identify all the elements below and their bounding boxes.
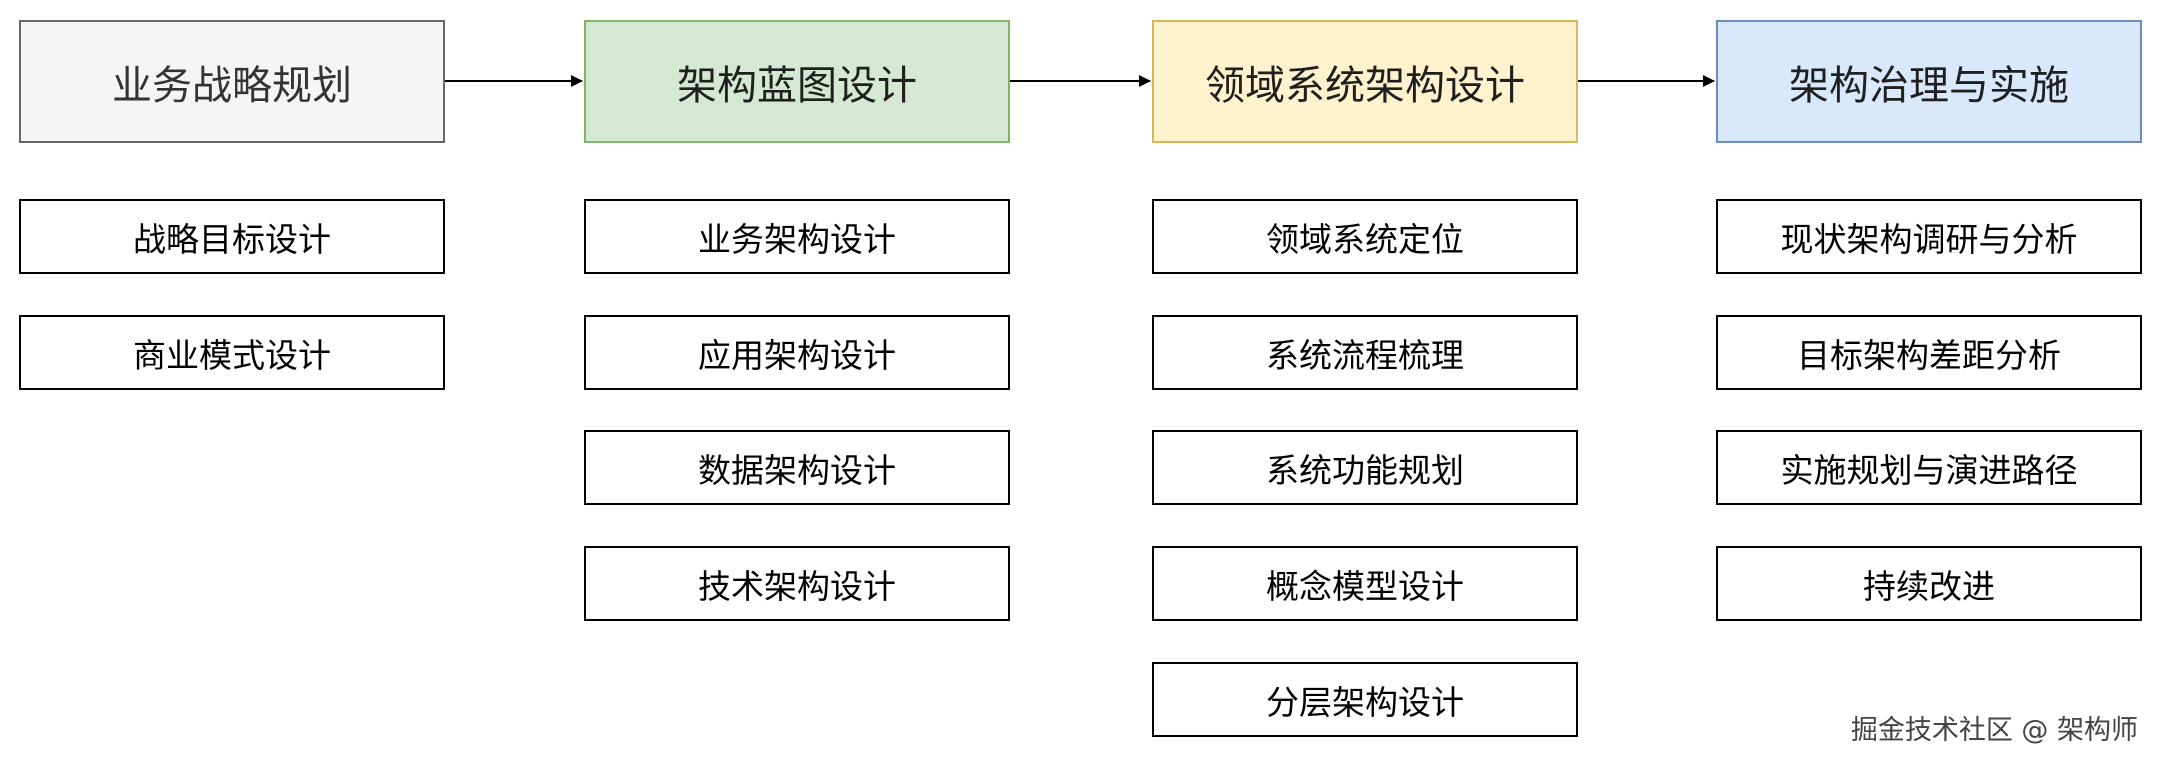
task-continuous-improvement: 持续改进 xyxy=(1716,546,2142,621)
task-implementation-roadmap: 实施规划与演进路径 xyxy=(1716,430,2142,505)
stage-architecture-governance: 架构治理与实施 xyxy=(1716,20,2142,143)
task-current-architecture-analysis: 现状架构调研与分析 xyxy=(1716,199,2142,274)
task-domain-system-positioning: 领域系统定位 xyxy=(1152,199,1578,274)
task-system-process-review: 系统流程梳理 xyxy=(1152,315,1578,390)
watermark: 掘金技术社区 @ 架构师 xyxy=(1844,706,2144,749)
task-target-gap-analysis: 目标架构差距分析 xyxy=(1716,315,2142,390)
task-data-architecture-design: 数据架构设计 xyxy=(584,430,1010,505)
task-business-architecture-design: 业务架构设计 xyxy=(584,199,1010,274)
task-technical-architecture-design: 技术架构设计 xyxy=(584,546,1010,621)
stage-architecture-blueprint: 架构蓝图设计 xyxy=(584,20,1010,143)
task-business-model-design: 商业模式设计 xyxy=(19,315,445,390)
task-layered-architecture-design: 分层架构设计 xyxy=(1152,662,1578,737)
task-system-function-planning: 系统功能规划 xyxy=(1152,430,1578,505)
stage-domain-system-architecture: 领域系统架构设计 xyxy=(1152,20,1578,143)
task-concept-model-design: 概念模型设计 xyxy=(1152,546,1578,621)
task-strategy-goal-design: 战略目标设计 xyxy=(19,199,445,274)
task-application-architecture-design: 应用架构设计 xyxy=(584,315,1010,390)
stage-business-strategy: 业务战略规划 xyxy=(19,20,445,143)
